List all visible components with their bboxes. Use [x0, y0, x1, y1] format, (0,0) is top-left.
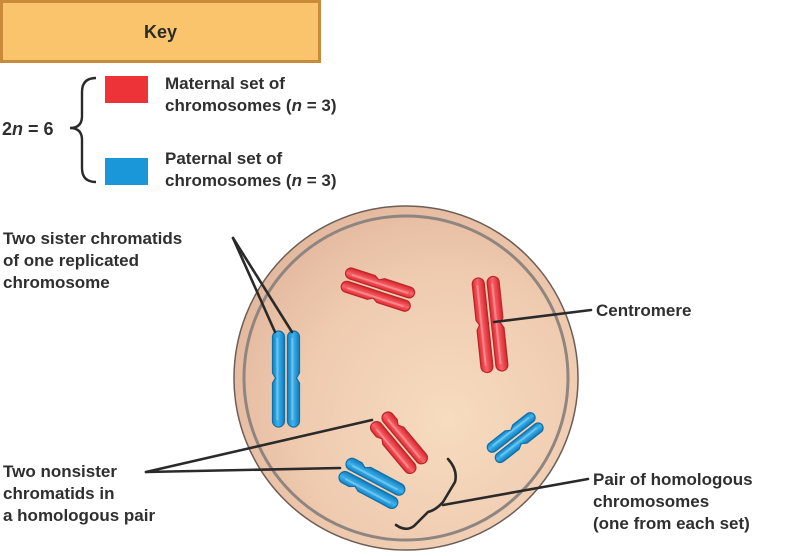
chromosome-paternal-5 — [338, 457, 406, 509]
chromatid-highlight — [499, 427, 538, 457]
nonsister-chromatids-line2: chromatids in — [3, 484, 115, 503]
maternal-line2-var: n — [291, 96, 302, 115]
chromatid-left — [338, 470, 399, 509]
diploid-number-label: 2n = 6 — [2, 118, 54, 140]
chromosome-maternal-2 — [471, 275, 509, 374]
chromatid-right — [486, 275, 509, 372]
diploid-suffix: = 6 — [23, 119, 54, 139]
chromatid-highlight — [491, 416, 530, 447]
chromatid-right — [381, 411, 429, 465]
centromere-label: Centromere — [596, 300, 691, 322]
centromere-leader-line — [492, 308, 593, 324]
chromatid-highlight — [344, 478, 391, 504]
homologous-pair-line1: Pair of homologous — [593, 470, 753, 489]
homologous-pair-line2: chromosomes — [593, 492, 710, 511]
homolog-brace — [394, 457, 457, 531]
nonsister-chromatids-label: Two nonsister chromatids in a homologous… — [3, 461, 155, 527]
paternal-legend-line2: chromosomes (n = 3) — [165, 170, 336, 192]
chromatid-right — [345, 457, 406, 496]
maternal-legend-line2: chromosomes (n = 3) — [165, 95, 336, 117]
chromatid-left — [271, 330, 286, 428]
nuclear-envelope — [242, 214, 570, 542]
chromatid-highlight — [491, 283, 502, 365]
homolog-leader-line — [441, 477, 590, 507]
maternal-line2-prefix: chromosomes ( — [165, 96, 292, 115]
chromatid-highlight — [476, 285, 487, 366]
nonsister-leader-line-1 — [144, 418, 374, 474]
key-title: Key — [143, 22, 178, 42]
homologous-pair-line3: (one from each set) — [593, 514, 750, 533]
chromatid-highlight — [351, 464, 398, 491]
homologous-pair-label: Pair of homologous chromosomes (one from… — [593, 469, 753, 535]
key-header-box: Key — [0, 0, 321, 63]
paternal-line2-suffix: = 3) — [301, 171, 337, 190]
chromatid-right — [344, 267, 416, 299]
nonsister-leader-line-2 — [144, 466, 342, 474]
maternal-color-swatch — [105, 76, 148, 103]
paternal-legend-line1: Paternal set of — [165, 149, 283, 168]
nonsister-chromatids-line1: Two nonsister — [3, 462, 117, 481]
chromatid-left — [369, 421, 417, 475]
centromere-line1: Centromere — [596, 301, 692, 320]
chromatid-highlight — [386, 418, 421, 459]
chromosome-paternal-6 — [486, 412, 544, 464]
chromatid-left — [340, 280, 411, 312]
paternal-line2-var: n — [291, 171, 302, 190]
sister-leader-line-2 — [231, 236, 294, 334]
key-brace — [69, 76, 97, 184]
sister-chromatids-line2: of one replicated — [3, 251, 140, 270]
chromatid-highlight — [347, 287, 404, 308]
chromatid-right — [494, 422, 544, 464]
chromatid-left — [486, 412, 536, 453]
chromatid-right — [286, 330, 301, 428]
maternal-line2-suffix: = 3) — [301, 96, 337, 115]
chromosome-maternal-1 — [340, 267, 416, 312]
diploid-variable: n — [12, 119, 24, 139]
chromosome-maternal-4 — [369, 411, 429, 475]
sister-chromatids-line1: Two sister chromatids — [3, 229, 183, 248]
chromatid-left — [471, 277, 494, 374]
paternal-color-swatch — [105, 158, 148, 185]
chromatid-highlight — [375, 428, 410, 469]
paternal-legend-label: Paternal set of chromosomes (n = 3) — [165, 148, 336, 192]
chromatid-highlight — [351, 273, 409, 295]
chromosome-paternal-3 — [271, 330, 301, 428]
paternal-line2-prefix: chromosomes ( — [165, 171, 292, 190]
sister-chromatids-label: Two sister chromatids of one replicated … — [3, 228, 182, 294]
leader-lines — [144, 236, 593, 531]
maternal-legend-line1: Maternal set of — [165, 74, 285, 93]
sister-leader-line-1 — [231, 236, 277, 334]
maternal-legend-label: Maternal set of chromosomes (n = 3) — [165, 73, 336, 117]
nonsister-chromatids-line3: a homologous pair — [3, 506, 156, 525]
sister-chromatids-line3: chromosome — [3, 273, 110, 292]
cell-body — [233, 205, 579, 551]
diploid-prefix: 2 — [2, 119, 13, 139]
chromosomes-group — [271, 267, 544, 509]
